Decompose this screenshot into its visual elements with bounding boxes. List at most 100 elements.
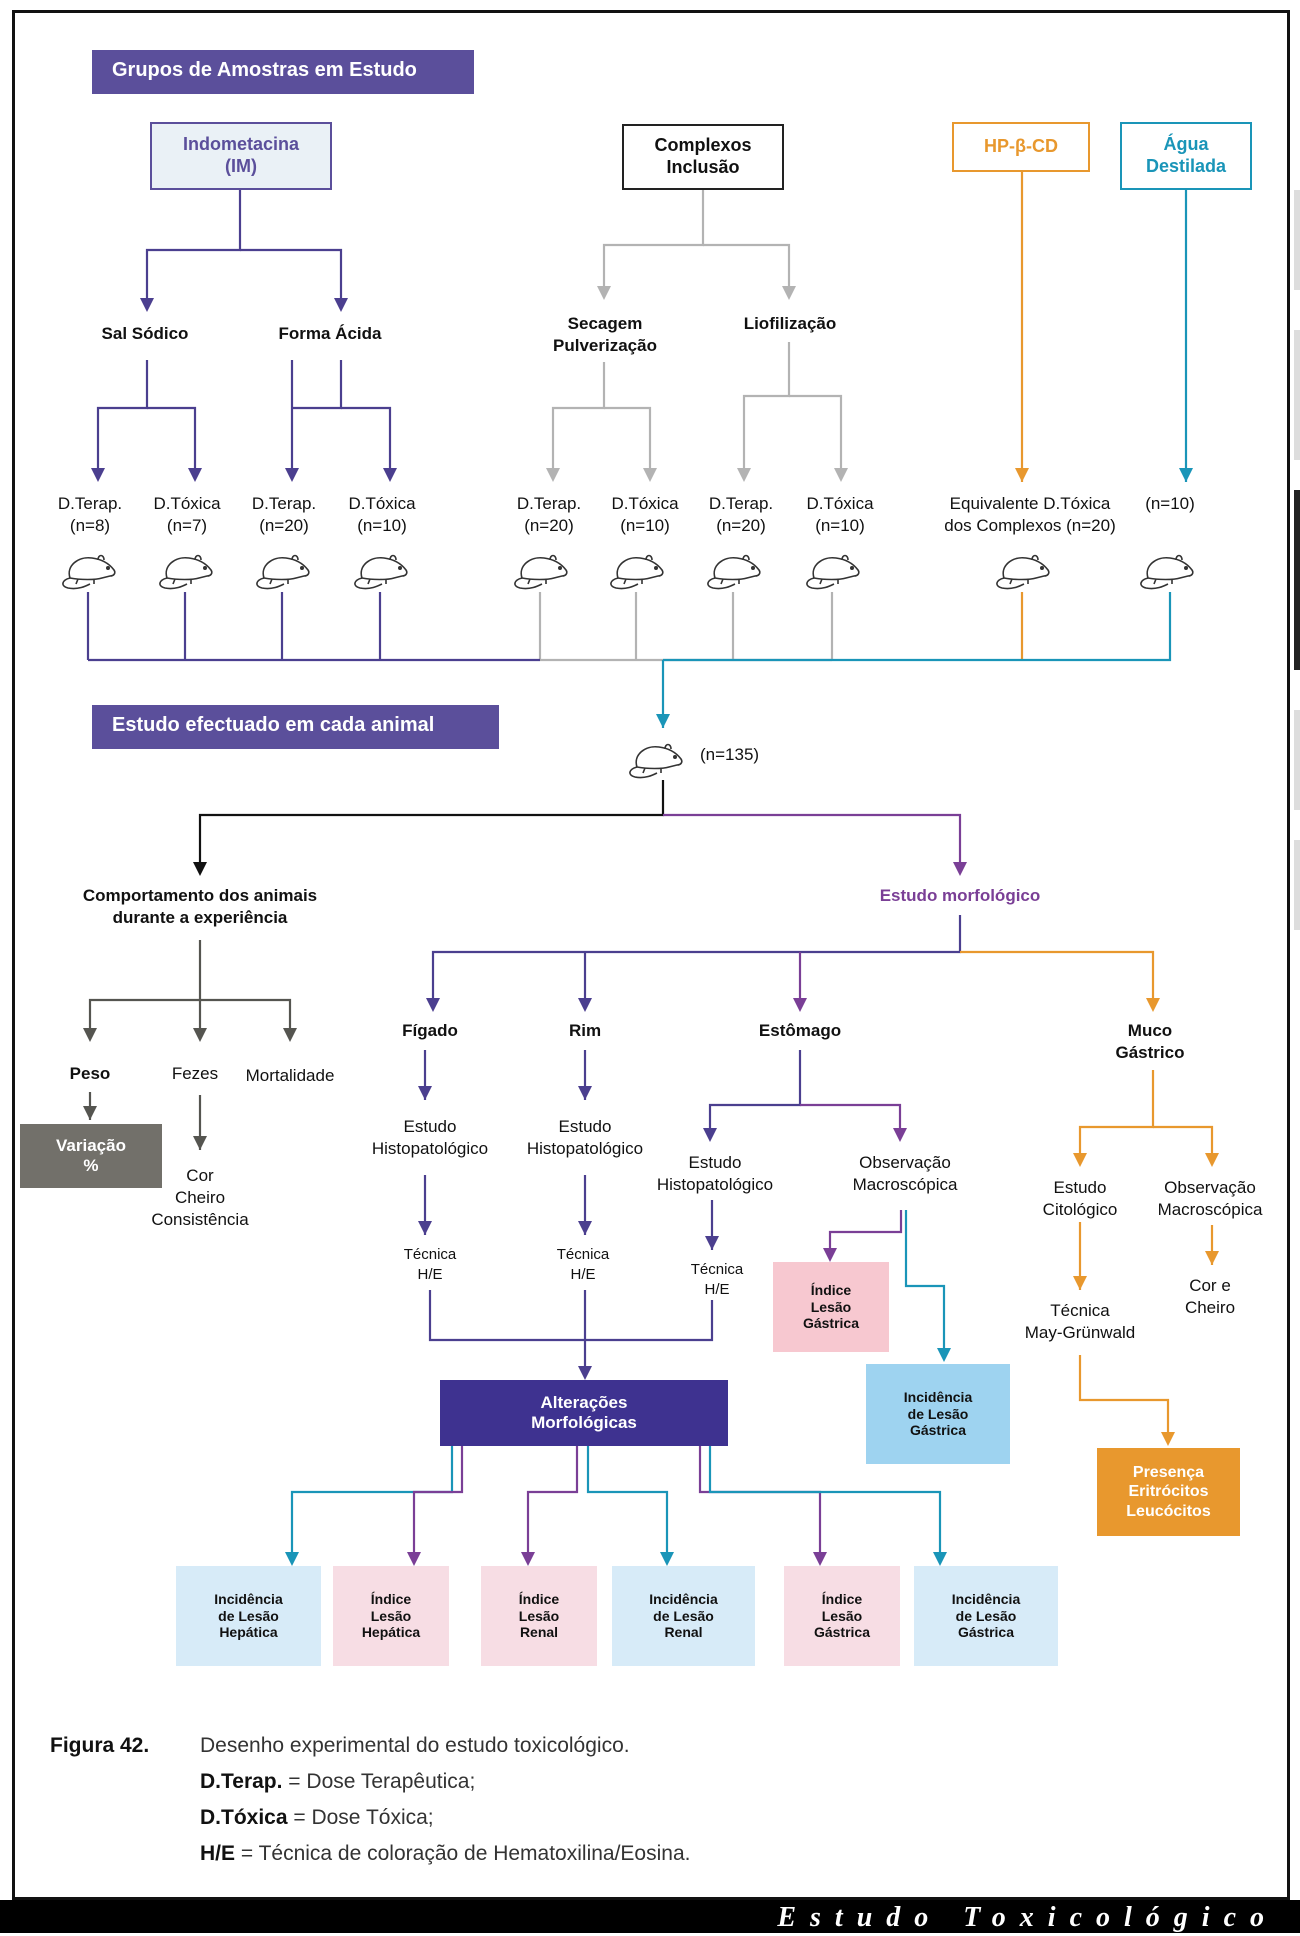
page-edge-tab	[1294, 710, 1300, 810]
behaviour-title: Comportamento dos animais durante a expe…	[82, 886, 318, 928]
dose-label: D.Terap.	[708, 494, 774, 513]
presenca-box: Presença Eritrócitos Leucócitos	[1097, 1448, 1240, 1536]
connector-line	[1078, 1070, 1155, 1155]
figure-number: Figura 42.	[50, 1734, 150, 1757]
connector-line	[602, 190, 705, 288]
mouse-icon	[514, 554, 568, 590]
arrowhead	[1146, 998, 1160, 1012]
citologico-label: Estudo Citológico	[1042, 1178, 1118, 1220]
arrowhead	[737, 468, 751, 482]
figado-tecnica: Técnica H/E	[403, 1246, 457, 1283]
tecnica-mg-label: Técnica May-Grünwald	[1024, 1301, 1136, 1343]
arrowhead	[782, 286, 796, 300]
outcome-box: Índice Lesão Hepática	[333, 1566, 449, 1666]
connector-line	[240, 248, 343, 300]
mortalidade-label: Mortalidade	[245, 1066, 335, 1085]
legend-term: D.Terap.	[200, 1770, 283, 1793]
dose-group-label: D.Terap.(n=20)	[494, 493, 604, 537]
arrowhead	[933, 1552, 947, 1566]
mouse-icon	[354, 554, 408, 590]
forma-acida-label: Forma Ácida	[278, 324, 382, 343]
arrowhead	[660, 1552, 674, 1566]
indice-lesao-gastrica-box: Índice Lesão Gástrica	[773, 1262, 889, 1352]
arrowhead	[793, 998, 807, 1012]
connector-line	[663, 592, 1172, 662]
connector-line	[341, 406, 392, 470]
outcome-box: Incidência de Lesão Renal	[612, 1566, 755, 1666]
rim-label: Rim	[568, 1021, 602, 1040]
rim-tecnica: Técnica H/E	[556, 1246, 610, 1283]
estomago-histo: Estudo Histopatológico	[656, 1153, 774, 1195]
arrowhead	[418, 1221, 432, 1235]
connector-line	[88, 940, 202, 1030]
estomago-tecnica: Técnica H/E	[690, 1261, 744, 1298]
arrowhead	[705, 1236, 719, 1250]
arrowhead	[1073, 1153, 1087, 1167]
morph-title: Estudo morfológico	[879, 886, 1041, 905]
legend-def: = Dose Tóxica;	[287, 1806, 434, 1829]
fezes-detail: Cor Cheiro Consistência	[151, 1166, 249, 1230]
legend-row: D.Tóxica = Dose Tóxica;	[50, 1800, 690, 1836]
dose-label: D.Terap.	[516, 494, 582, 513]
connector-line	[604, 406, 652, 470]
arrowhead	[1179, 468, 1193, 482]
n-label: (n=10)	[620, 516, 670, 536]
connector-line	[800, 1103, 902, 1130]
n-label: (n=10)	[815, 516, 865, 536]
mouse-icon	[610, 554, 664, 590]
arrowhead	[813, 1552, 827, 1566]
connector-line	[431, 915, 962, 1000]
legend-def: = Técnica de coloração de Hematoxilina/E…	[235, 1842, 691, 1865]
arrowhead	[193, 1136, 207, 1150]
arrowhead	[1015, 468, 1029, 482]
figure-title: Desenho experimental do estudo toxicológ…	[200, 1734, 630, 1757]
dose-label: D.Tóxica	[806, 494, 874, 513]
figado-label: Fígado	[402, 1021, 458, 1040]
n-label: (n=20)	[716, 516, 766, 536]
connector-line	[742, 342, 791, 470]
figure-frame	[12, 10, 1290, 1900]
connector-line	[290, 1446, 454, 1552]
arrowhead	[703, 1128, 717, 1142]
mouse-icon	[1140, 554, 1194, 590]
connector-line	[703, 243, 791, 288]
arrowhead	[193, 862, 207, 876]
dose-group-label: D.Terap. (n=20)	[686, 493, 796, 537]
alteracoes-box: Alterações Morfológicas	[440, 1380, 728, 1446]
dose-label: D.Tóxica	[348, 494, 416, 513]
legend-def: = Dose Terapêutica;	[282, 1770, 476, 1793]
arrowhead	[1161, 1432, 1175, 1446]
figure-caption: Figura 42. Desenho experimental do estudo…	[50, 1728, 690, 1872]
dose-group-label: D.Tóxica(n=7)	[132, 493, 242, 537]
hpcd-box: HP-β-CD	[952, 122, 1090, 172]
legend-term: D.Tóxica	[200, 1806, 288, 1829]
dose-label: D.Terap.	[57, 494, 123, 513]
connector-line	[708, 1050, 802, 1130]
liofilizacao-label: Liofilização	[743, 314, 837, 333]
arrowhead	[893, 1128, 907, 1142]
outcome-box: Índice Lesão Gástrica	[784, 1566, 900, 1666]
indometacina-box: Indometacina (IM)	[150, 122, 332, 190]
arrowhead	[953, 862, 967, 876]
dose-group-label: D.Terap.(n=8)	[35, 493, 145, 537]
arrowhead	[578, 1221, 592, 1235]
connector-line	[145, 190, 242, 300]
connector-line	[708, 1446, 942, 1552]
arrowhead	[546, 468, 560, 482]
mouse-icon	[806, 554, 860, 590]
legend-row: H/E = Técnica de coloração de Hematoxili…	[50, 1836, 690, 1872]
n-label: (n=7)	[166, 516, 208, 536]
total-n-label: (n=135)	[700, 745, 760, 764]
rim-histo: Estudo Histopatológico	[526, 1117, 644, 1159]
connector-line	[960, 950, 1155, 1000]
arrowhead	[83, 1028, 97, 1042]
agua-box: Água Destilada	[1120, 122, 1252, 190]
arrowhead	[407, 1552, 421, 1566]
n-label: (n=20)	[259, 516, 309, 536]
complexos-box: Complexos Inclusão	[622, 124, 784, 190]
page-edge-tab	[1294, 330, 1300, 460]
mouse-icon	[996, 554, 1050, 590]
groups-header: Grupos de Amostras em Estudo	[92, 50, 474, 94]
incidencia-lesao-gastrica-box: Incidência de Lesão Gástrica	[866, 1364, 1010, 1464]
